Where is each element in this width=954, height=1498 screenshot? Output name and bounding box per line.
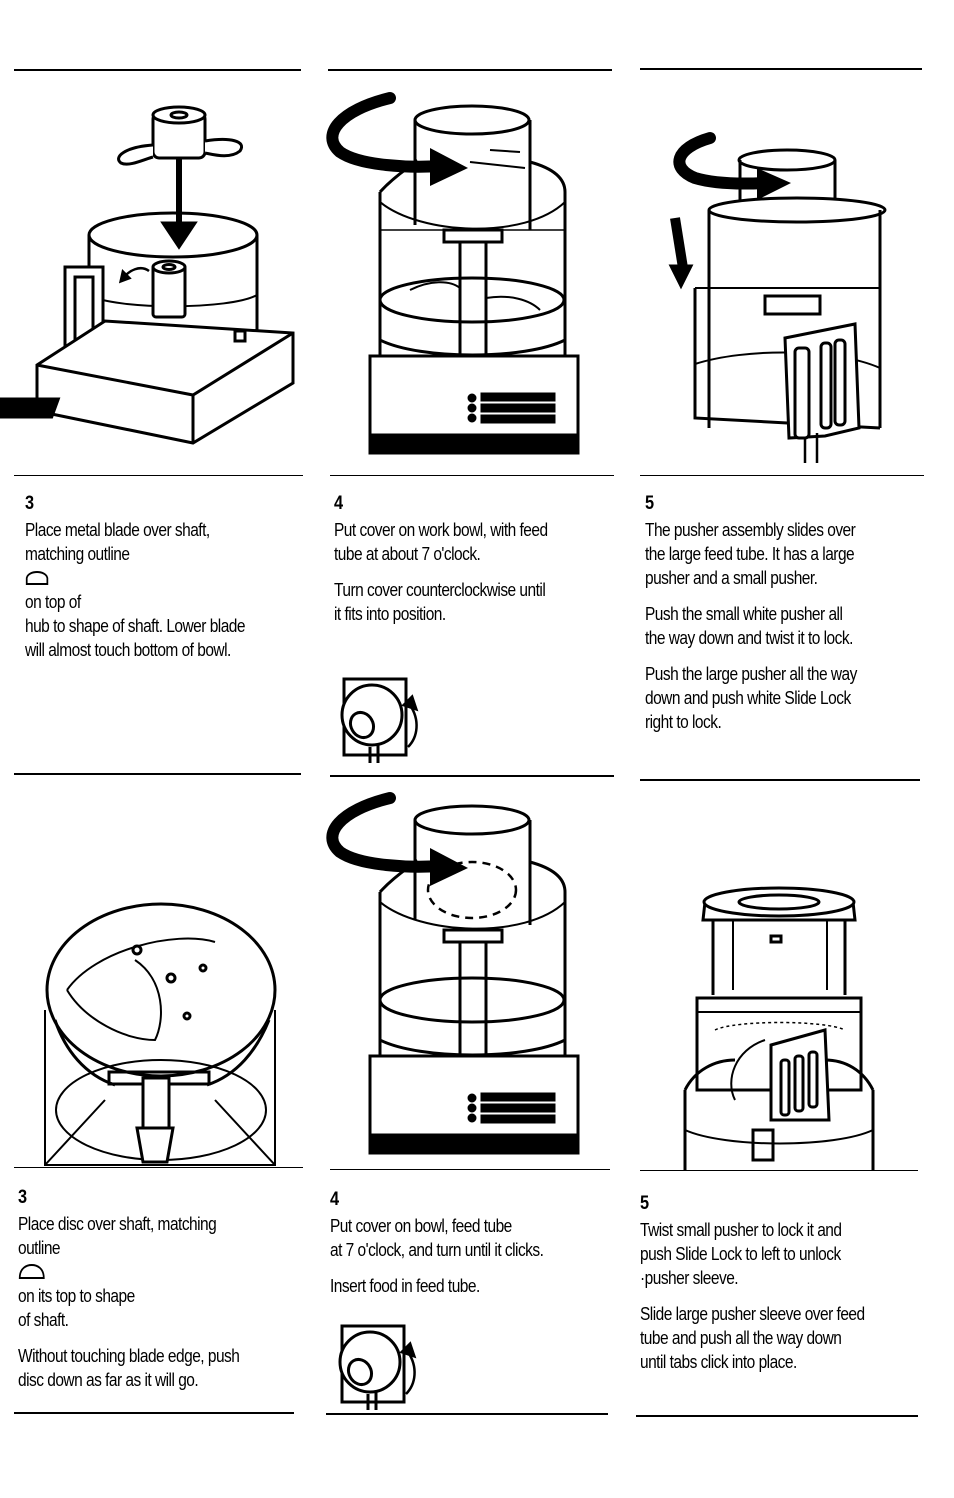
rule-mid-top-2 bbox=[330, 475, 614, 476]
step-text: on its top to shape of shaft. bbox=[18, 1286, 135, 1330]
shaft-outline-icon bbox=[25, 571, 49, 585]
step-text: on top of hub to shape of shaft. Lower b… bbox=[25, 592, 246, 660]
rule-mid-top-1 bbox=[14, 475, 303, 476]
step-text: Place metal blade over shaft, matching o… bbox=[25, 520, 210, 564]
rule-lower-3 bbox=[640, 1170, 918, 1171]
step-3-metal-blade: 3 Place metal blade over shaft, matching… bbox=[25, 492, 300, 662]
rule-top-2 bbox=[328, 69, 612, 71]
step-paragraph: Push the large pusher all the way down a… bbox=[645, 664, 857, 732]
cover-position-dial-icon bbox=[340, 677, 419, 763]
step-number: 5 bbox=[645, 493, 654, 514]
step-paragraph: Twist small pusher to lock it and push S… bbox=[640, 1220, 842, 1288]
step-paragraph: Place metal blade over shaft, matching o… bbox=[25, 518, 300, 662]
rule-lower-1 bbox=[14, 1167, 303, 1168]
rule-top-3 bbox=[640, 68, 922, 70]
step-number: 4 bbox=[330, 1189, 339, 1210]
step-number: 4 bbox=[334, 493, 343, 514]
step-paragraph: Without touching blade edge, push disc d… bbox=[18, 1346, 240, 1390]
shaft-outline-icon bbox=[18, 1263, 45, 1279]
illustration-pusher-assembly bbox=[668, 132, 887, 463]
step-text: Place disc over shaft, matching outline bbox=[18, 1214, 217, 1258]
rule-bottom-1 bbox=[14, 1412, 294, 1414]
rule-mid-3 bbox=[640, 779, 920, 781]
rule-lower-2 bbox=[330, 1169, 610, 1170]
step-3-disc: 3 Place disc over shaft, matching outlin… bbox=[18, 1186, 293, 1404]
illustration-pusher-sleeve-assembled bbox=[683, 886, 875, 1170]
step-paragraph: Put cover on work bowl, with feed tube a… bbox=[334, 520, 548, 564]
step-4-cover-work-bowl: 4 Put cover on work bowl, with feed tube… bbox=[334, 492, 609, 638]
step-5-pusher-assembly: 5 The pusher assembly slides over the la… bbox=[645, 492, 920, 746]
step-paragraph: Put cover on bowl, feed tube at 7 o'cloc… bbox=[330, 1216, 544, 1260]
rule-bottom-3 bbox=[636, 1415, 918, 1417]
step-paragraph: Turn cover counterclockwise until it fit… bbox=[334, 580, 546, 624]
step-5-pusher-sleeve: 5 Twist small pusher to lock it and push… bbox=[640, 1192, 915, 1386]
illustration-cover-on-work-bowl bbox=[326, 92, 580, 455]
rule-bottom-2 bbox=[326, 1413, 608, 1415]
step-paragraph: Slide large pusher sleeve over feed tube… bbox=[640, 1304, 865, 1372]
step-4-cover-bowl: 4 Put cover on bowl, feed tube at 7 o'cl… bbox=[330, 1188, 605, 1310]
rule-mid-1 bbox=[14, 773, 301, 775]
illustration-metal-blade-on-shaft bbox=[0, 105, 295, 445]
step-paragraph: Insert food in feed tube. bbox=[330, 1276, 480, 1296]
step-number: 3 bbox=[25, 493, 34, 514]
step-paragraph: The pusher assembly slides over the larg… bbox=[645, 520, 856, 588]
cover-position-dial-icon bbox=[338, 1324, 417, 1410]
illustration-cover-on-bowl-food bbox=[326, 792, 580, 1155]
step-paragraph: Place disc over shaft, matching outline … bbox=[18, 1212, 293, 1332]
rule-mid-top-3 bbox=[640, 475, 924, 476]
rule-top-1 bbox=[14, 69, 301, 71]
rule-mid-2 bbox=[330, 775, 614, 777]
illustration-disc-over-shaft bbox=[44, 902, 277, 1166]
step-paragraph: Push the small white pusher all the way … bbox=[645, 604, 853, 648]
step-number: 5 bbox=[640, 1193, 649, 1214]
step-number: 3 bbox=[18, 1187, 27, 1208]
